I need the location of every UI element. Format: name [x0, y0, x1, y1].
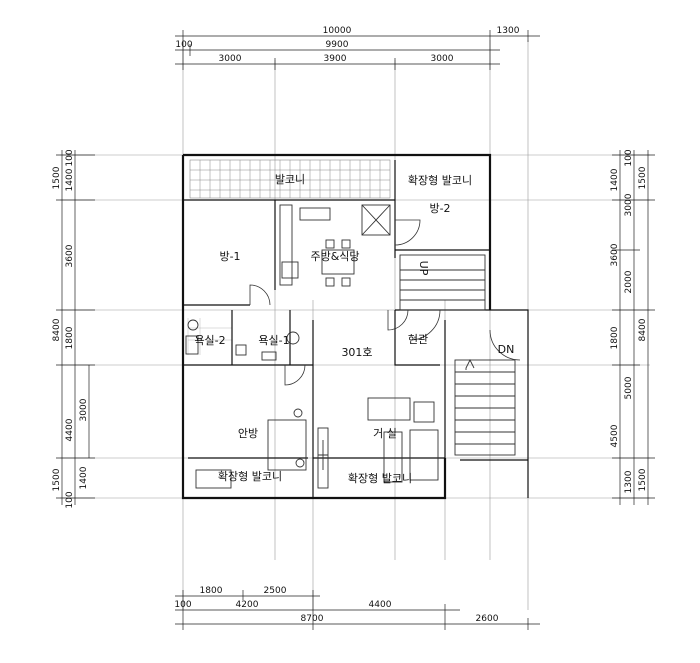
dim-bottom-4400: 4400	[369, 600, 392, 610]
dim-left-3600: 3600	[65, 244, 75, 267]
label-unit-number: 301호	[341, 346, 372, 359]
dim-bottom-1800: 1800	[200, 586, 223, 596]
dim-top-100: 100	[175, 40, 192, 50]
dim-left-4400: 4400	[65, 418, 75, 441]
dim-left-1500-bottom: 1500	[52, 468, 62, 491]
dim-right-1800: 1800	[610, 326, 620, 349]
dim-top-3000-left: 3000	[219, 54, 242, 64]
dim-left-1400-bottom: 1400	[79, 466, 89, 489]
dim-left-1800: 1800	[65, 326, 75, 349]
label-balcony-top: 발코니	[275, 173, 305, 186]
dim-right-3600: 3600	[610, 243, 620, 266]
dim-top-3000-right: 3000	[431, 54, 454, 64]
label-master-bedroom: 안방	[238, 427, 258, 440]
dim-right-1500-top: 1500	[638, 166, 648, 189]
label-stairs-up: UP	[417, 261, 430, 276]
dim-bottom-2600: 2600	[476, 614, 499, 624]
dim-bottom-4200: 4200	[236, 600, 259, 610]
dim-left-1500-top: 1500	[52, 166, 62, 189]
dim-right-1300: 1300	[624, 470, 634, 493]
dim-left-100-top: 100	[65, 149, 75, 166]
dim-right-3000: 3000	[624, 193, 634, 216]
dim-bottom-2500: 2500	[264, 586, 287, 596]
dim-top-10000: 10000	[323, 26, 352, 36]
label-living-room: 거 실	[373, 427, 397, 440]
dim-left-3000: 3000	[79, 398, 89, 421]
label-room2: 방-2	[429, 202, 450, 215]
dim-right-1400: 1400	[610, 168, 620, 191]
label-bath1: 욕실-1	[258, 334, 289, 347]
dim-right-5000: 5000	[624, 376, 634, 399]
label-stairs-down: DN	[498, 343, 515, 356]
dim-top-1300: 1300	[497, 26, 520, 36]
walls	[181, 153, 529, 500]
label-balcony-ext-top: 확장형 발코니	[408, 174, 472, 187]
label-entrance: 현관	[408, 333, 428, 346]
dim-left-8400: 8400	[52, 318, 62, 341]
dim-bottom-100: 100	[174, 600, 191, 610]
dim-left-1400-top: 1400	[65, 168, 75, 191]
dim-right-8400: 8400	[638, 318, 648, 341]
grid-lines	[60, 40, 650, 610]
dim-left-100-bottom: 100	[65, 491, 75, 508]
label-kitchen: 주방&식당	[310, 250, 359, 263]
door-swings	[249, 219, 521, 386]
dim-right-100: 100	[624, 149, 634, 166]
label-bath2: 욕실-2	[194, 334, 225, 347]
dim-right-4500: 4500	[610, 424, 620, 447]
dim-right-2000: 2000	[624, 270, 634, 293]
top-dimension-lines	[175, 30, 540, 70]
right-dimension-lines	[612, 150, 655, 505]
dim-top-3900: 3900	[324, 54, 347, 64]
fixtures	[185, 204, 516, 489]
dim-bottom-8700: 8700	[301, 614, 324, 624]
dim-right-1500-bottom: 1500	[638, 468, 648, 491]
dim-top-9900: 9900	[326, 40, 349, 50]
label-balcony-ext-left: 확장형 발코니	[218, 470, 282, 483]
balcony-tile-hatch	[187, 159, 391, 355]
label-room1: 방-1	[219, 250, 240, 263]
left-dimension-lines	[56, 150, 95, 505]
bottom-dimension-lines	[175, 590, 540, 630]
label-balcony-ext-bottom: 확장형 발코니	[348, 472, 412, 485]
